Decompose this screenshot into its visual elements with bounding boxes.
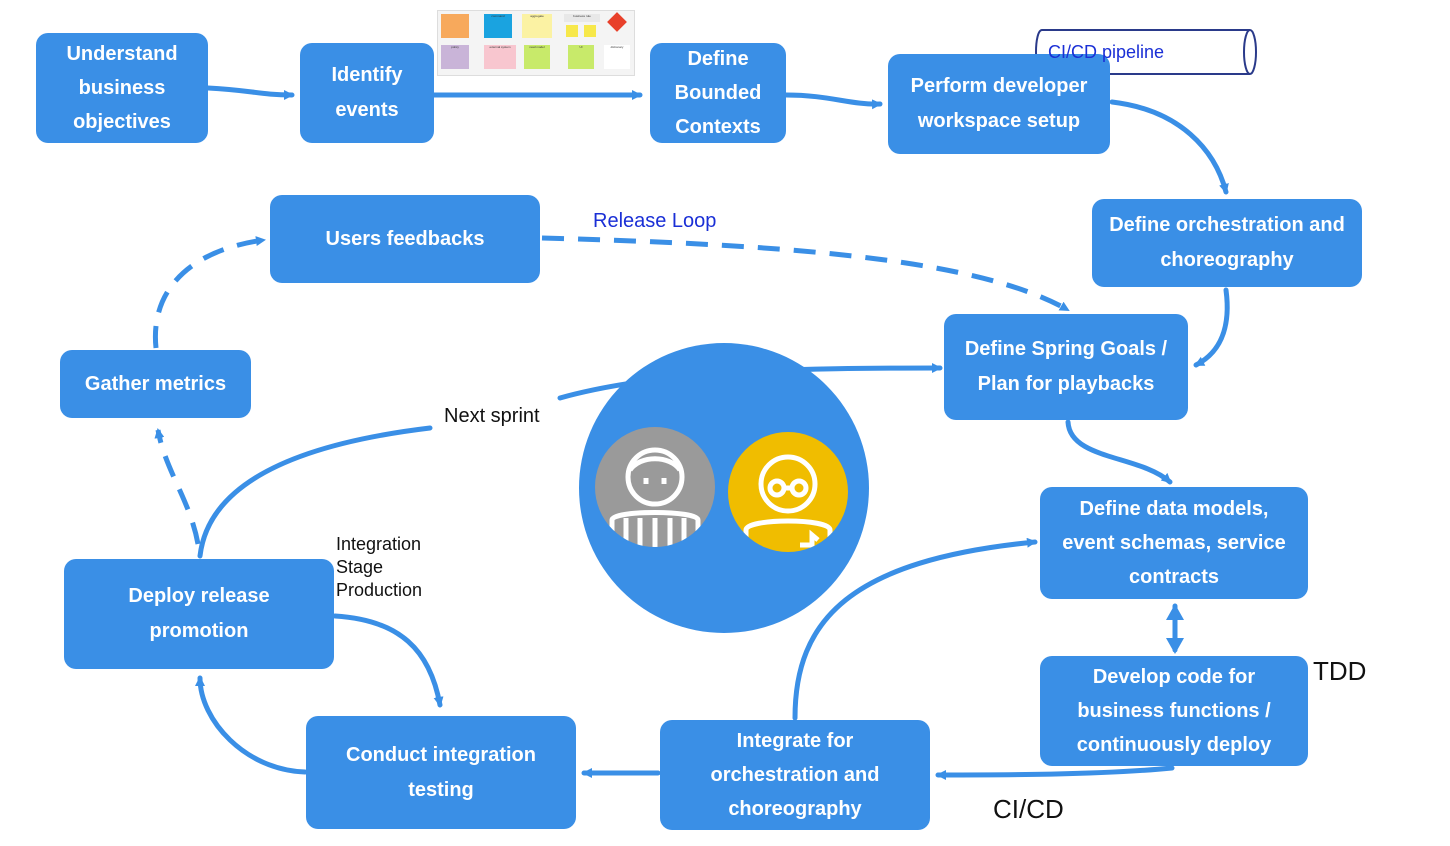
gather-metrics-box: Gather metrics — [60, 350, 251, 418]
data-models-box: Define data models, event schemas, servi… — [1040, 487, 1308, 599]
users-feedbacks-box: Users feedbacks — [270, 195, 540, 283]
understand-label: Understand business objectives — [66, 43, 178, 133]
data-models-label: Define data models, event schemas, servi… — [1062, 498, 1286, 588]
integration-testing-box: Conduct integration testing — [306, 716, 576, 829]
arrow-integrate-to-datamodels — [792, 537, 1038, 721]
bounded-label: Define Bounded Contexts — [674, 48, 762, 138]
release-loop-label: Release Loop — [593, 210, 717, 232]
deploy-release-label: Deploy release promotion — [128, 585, 270, 642]
pipeline-cylinder-icon — [1035, 29, 1257, 75]
arrow-orchestration-to-goals — [1193, 287, 1230, 368]
dashed-feedback-to-goals — [541, 235, 1070, 313]
integrate-orchestration-label: Integrate for orchestration and choreogr… — [710, 730, 880, 820]
team-personas-icon — [579, 343, 869, 633]
tdd-label: TDD — [1313, 656, 1367, 686]
arrow-deploy-to-testing — [332, 613, 444, 708]
develop-code-box: Develop code for business functions / co… — [1040, 656, 1308, 766]
dashed-metrics-to-feedback — [152, 236, 266, 349]
next-sprint-label: Next sprint — [441, 405, 543, 428]
orchestration-define-label: Define orchestration and choreography — [1109, 214, 1345, 271]
deploy-release-box: Deploy release promotion — [64, 559, 334, 669]
developer-workspace-setup-box: Perform developer workspace setup — [888, 54, 1110, 154]
workspace-label: Perform developer workspace setup — [910, 75, 1088, 132]
gather-metrics-label: Gather metrics — [84, 372, 227, 395]
arrow-testing-to-deploy — [195, 675, 308, 775]
define-bounded-contexts-box: Define Bounded Contexts — [650, 43, 786, 143]
cicd-label: CI/CD — [993, 794, 1064, 824]
event-storming-legend-image: command aggregate business rule policy e… — [437, 10, 635, 76]
define-orchestration-box: Define orchestration and choreography — [1092, 199, 1362, 287]
develop-code-label: Develop code for business functions / co… — [1076, 666, 1272, 756]
dashed-deploy-to-metrics — [154, 428, 201, 545]
arrow-goals-to-datamodels — [1065, 419, 1173, 485]
users-feedbacks-label: Users feedbacks — [325, 227, 485, 250]
arrow-develop-to-integrate — [935, 765, 1175, 780]
understand-business-objectives-box: Understand business objectives — [36, 33, 208, 143]
integration-testing-label: Conduct integration testing — [346, 743, 536, 801]
arrow-bounded-to-workspace — [783, 92, 883, 110]
cicd-pipeline-label: CI/CD pipeline — [1048, 42, 1165, 62]
arrow-next-sprint — [197, 425, 433, 559]
sprint-goals-label: Define Spring Goals / Plan for playbacks — [964, 338, 1168, 395]
identify-events-box: Identify events — [300, 43, 434, 143]
arrow-workspace-to-orchestration — [1109, 99, 1229, 195]
identify-label: Identify events — [331, 64, 403, 121]
environment-stages-label: Integration Stage Production — [336, 534, 423, 600]
integrate-orchestration-box: Integrate for orchestration and choreogr… — [660, 720, 930, 830]
sprint-goals-box: Define Spring Goals / Plan for playbacks — [944, 314, 1188, 420]
arrow-understand-to-identify — [205, 85, 295, 100]
